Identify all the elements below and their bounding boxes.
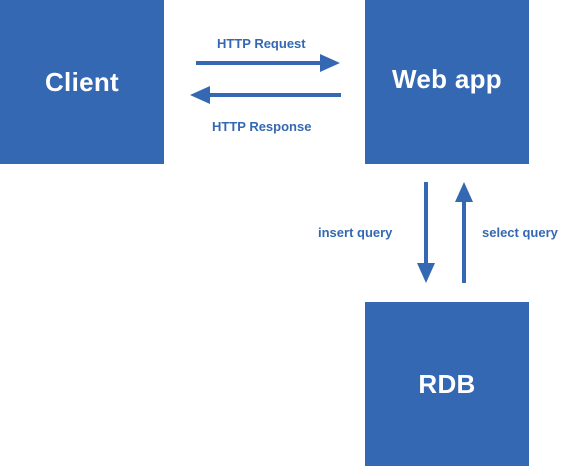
http-response-arrow [190,86,341,104]
select-query-arrow [455,182,473,283]
http-request-arrow [196,54,340,72]
webapp-label: Web app [392,64,502,94]
rdb-node: RDB [365,302,529,466]
insert-query-label: insert query [318,225,393,240]
select-query-label: select query [482,225,558,240]
webapp-node: Web app [365,0,529,164]
http-response-label: HTTP Response [212,119,312,134]
http-request-label: HTTP Request [217,36,306,51]
client-label: Client [44,66,120,97]
rdb-label: RDB [418,368,476,399]
client-node: Client [0,0,164,164]
insert-query-arrow [417,182,435,283]
